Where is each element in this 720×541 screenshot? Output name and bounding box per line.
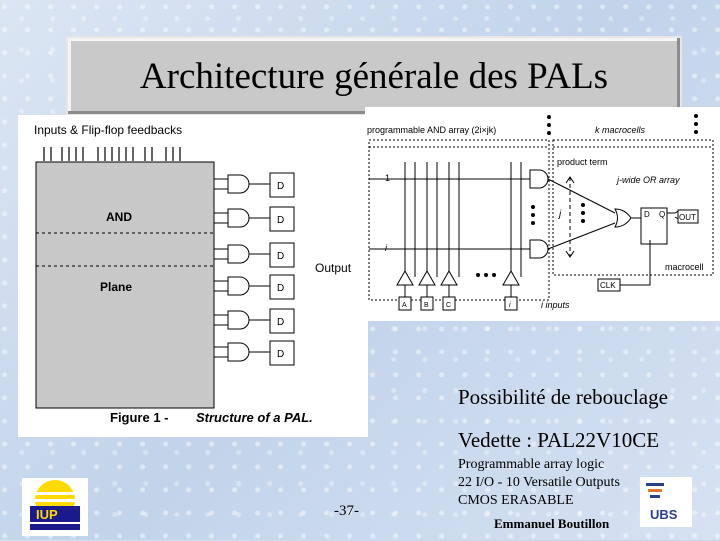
and-plane-block: [35, 161, 215, 409]
ff-d: D: [644, 210, 650, 219]
note-line-3: CMOS ERASABLE: [458, 493, 574, 508]
macrocell-label: macrocell: [665, 262, 704, 272]
input-i: i: [509, 302, 511, 309]
j-label: j: [557, 209, 562, 220]
figure-and-array-macrocell: programmable AND array (2i×jk) k macroce…: [365, 107, 720, 321]
slide-title: Architecture générale des PALs: [139, 56, 609, 97]
figure-pal-structure: Inputs & Flip-flop feedbacks AND Plane D…: [18, 115, 368, 437]
and-array-diagram: programmable AND array (2i×jk) k macroce…: [367, 114, 714, 311]
note-line-2: 22 I/O - 10 Versatile Outputs: [458, 475, 620, 490]
ff-d-label: D: [277, 283, 284, 294]
note-line-1: Programmable array logic: [458, 457, 605, 472]
row-top-label: 1: [385, 173, 390, 183]
macrocells-label: k macrocells: [595, 125, 646, 135]
vedette-note: Vedette : PAL22V10CE: [458, 428, 660, 452]
ff-d-label: D: [277, 349, 284, 360]
pal-structure-diagram: Inputs & Flip-flop feedbacks AND Plane D…: [34, 123, 352, 425]
and-label: AND: [106, 210, 132, 224]
author-name: Emmanuel Boutillon: [494, 516, 610, 531]
iup-logo-text: IUP: [36, 507, 58, 522]
figure-caption-title: Structure of a PAL.: [196, 410, 313, 425]
ff-q: Q: [659, 210, 665, 219]
input-buffers: [396, 269, 520, 297]
out-label: OUT: [679, 213, 696, 222]
input-lines: [404, 162, 522, 277]
ubs-logo: UBS: [640, 477, 692, 532]
input-b: B: [424, 302, 429, 309]
input-a: A: [402, 302, 407, 309]
gate-ff-rows: D D D D D D: [214, 172, 295, 366]
ff-d-label: D: [277, 317, 284, 328]
inputs-label: i inputs: [541, 300, 570, 310]
ubs-logo-text: UBS: [650, 507, 678, 522]
figure-caption-prefix: Figure 1 -: [110, 410, 169, 425]
row-bottom-label: i: [385, 243, 388, 253]
input-ticks: [43, 147, 181, 161]
product-term-label: product term: [557, 157, 608, 167]
rebouclage-note: Possibilité de rebouclage: [458, 385, 668, 409]
plane-label: Plane: [100, 280, 132, 294]
input-c: C: [446, 302, 451, 309]
macrocell-caption: j-wide OR array: [616, 175, 680, 185]
ff-d-label: D: [277, 215, 284, 226]
page-number: -37-: [334, 503, 359, 519]
slide-title-bar: Architecture générale des PALs: [66, 36, 682, 116]
ff-d-label: D: [277, 251, 284, 262]
and-array-label: programmable AND array (2i×jk): [367, 125, 496, 135]
ff-d-label: D: [277, 181, 284, 192]
ellipsis-dots: [476, 114, 698, 277]
output-label: Output: [315, 261, 352, 275]
inputs-header: Inputs & Flip-flop feedbacks: [34, 123, 182, 137]
iup-logo: IUP: [22, 478, 88, 541]
clk-label: CLK: [600, 281, 616, 290]
